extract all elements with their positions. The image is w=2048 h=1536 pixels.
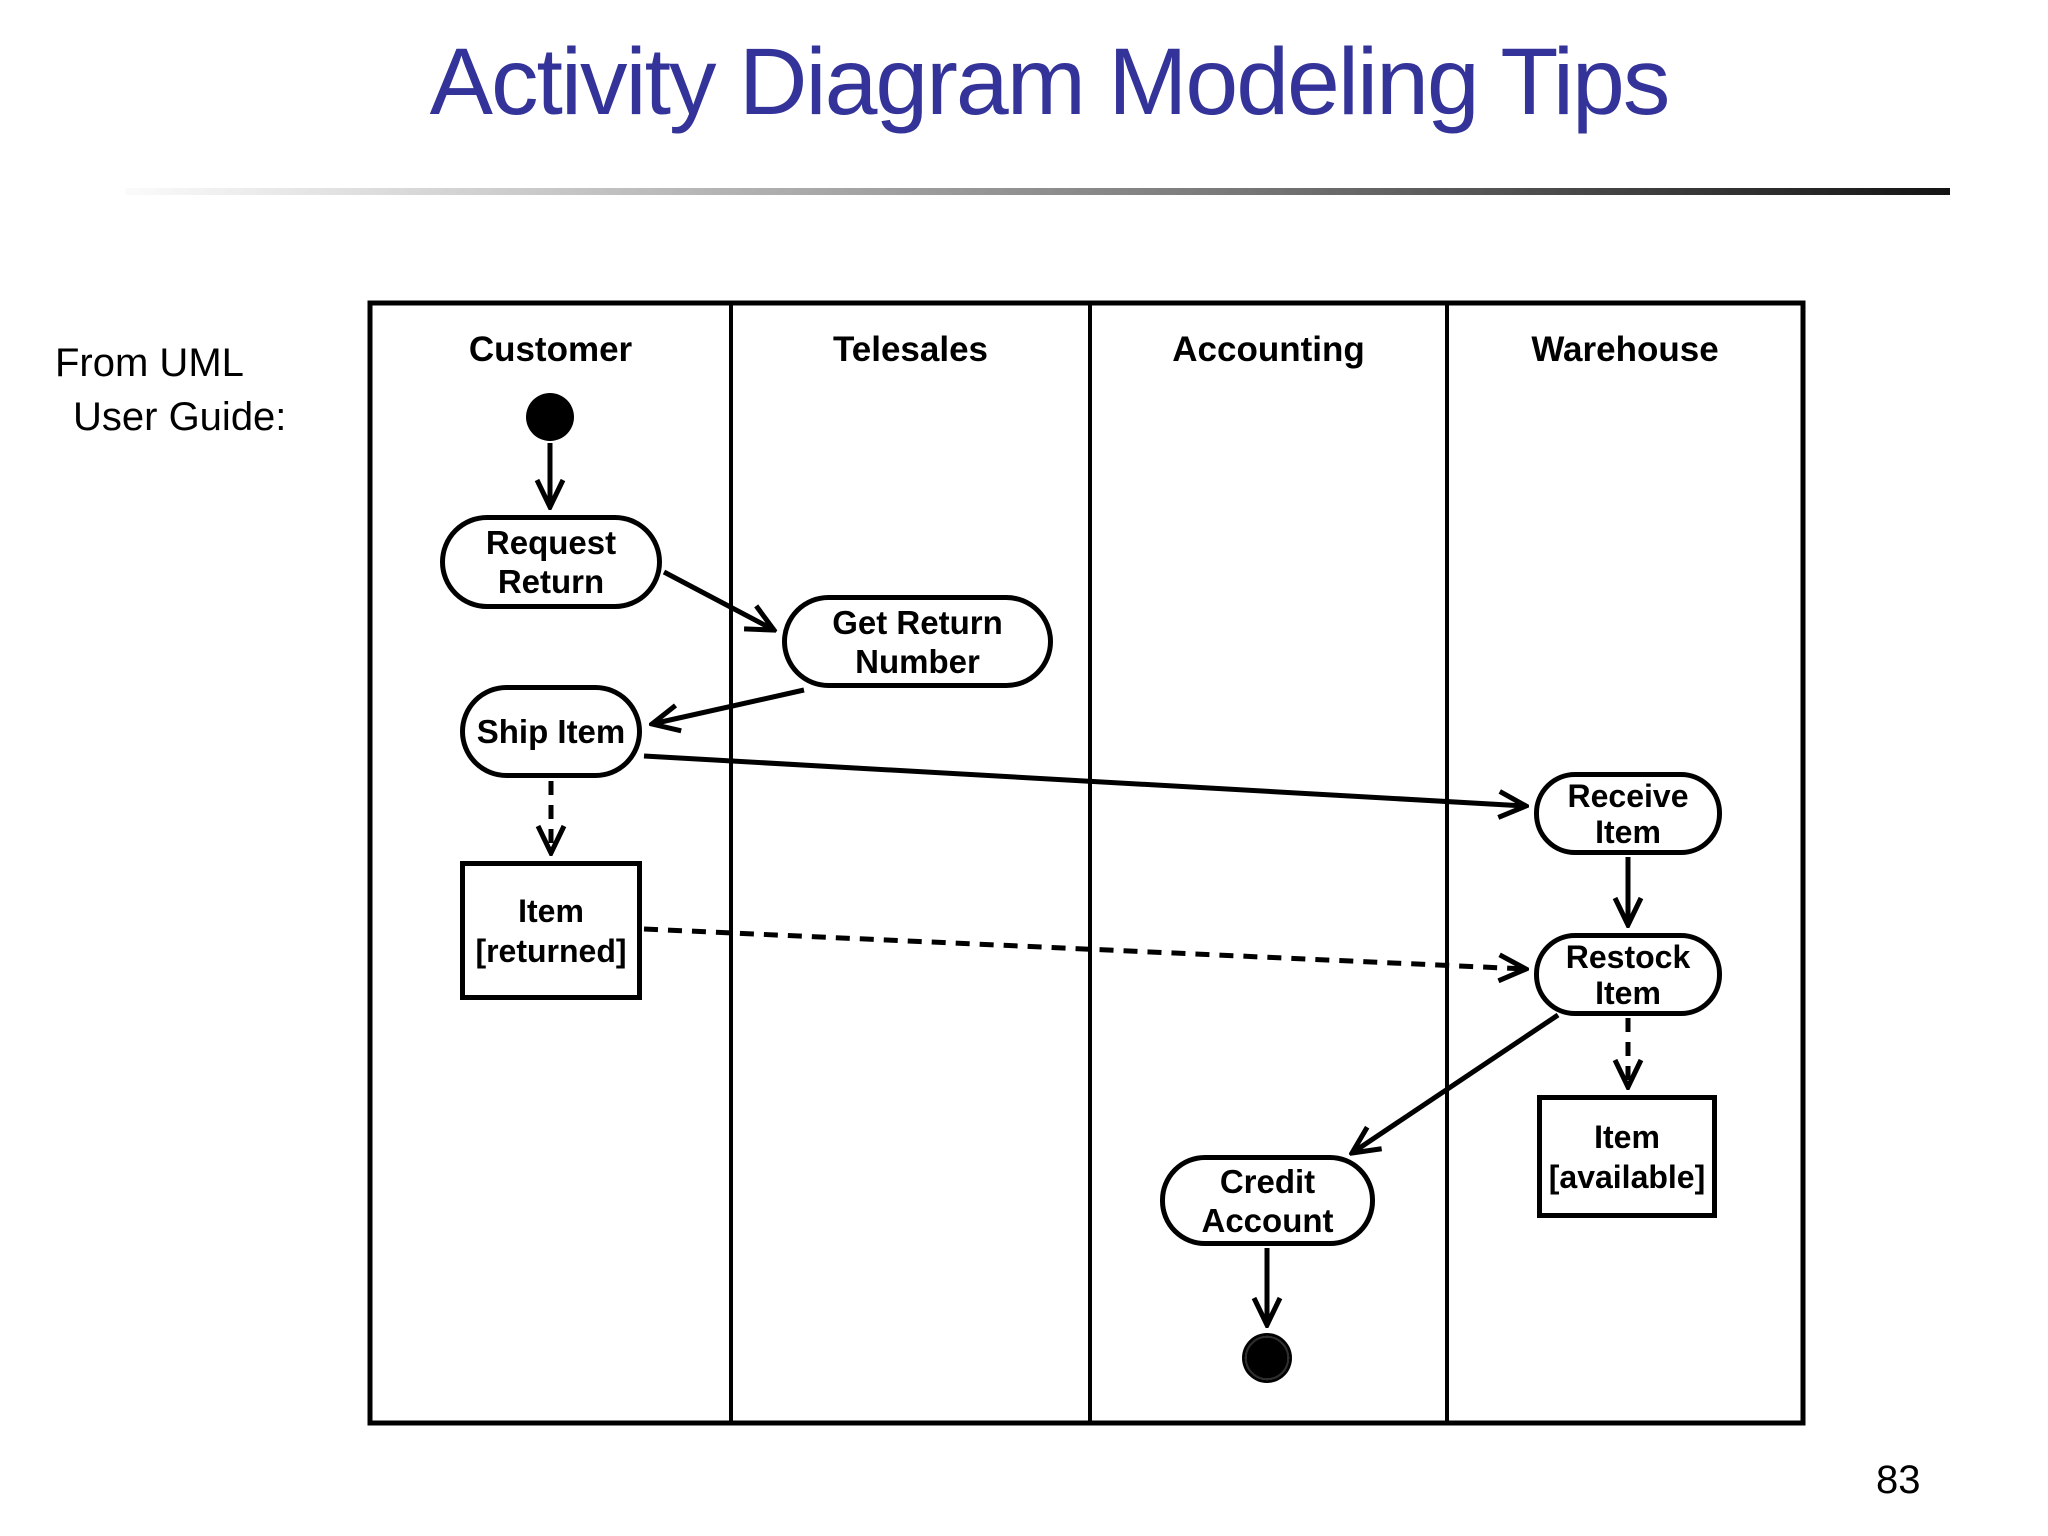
edge-ship-item-to-receive-item (643, 753, 1526, 806)
lane-header-accounting: Accounting (1172, 330, 1365, 369)
source-note-line1: From UML (55, 341, 244, 385)
final-node-icon (1242, 1333, 1292, 1383)
edge-request-return-to-get-return-number (662, 569, 774, 630)
object-node-item-returned-line2: [returned] (475, 932, 627, 969)
lane-header-warehouse: Warehouse (1531, 330, 1719, 369)
activity-request-return-line1: Request (485, 524, 617, 561)
object-node-item-returned-line1: Item (518, 892, 584, 929)
page-number: 83 (1876, 1458, 1921, 1502)
activity-receive-item: Receive Item (1534, 772, 1722, 855)
initial-node-icon (526, 393, 574, 441)
source-note-line2: User Guide: (73, 395, 287, 439)
activity-get-return-number: Get Return Number (782, 595, 1053, 688)
object-node-item-available: Item [available] (1537, 1095, 1717, 1218)
title-underline (125, 188, 1950, 195)
edge-restock-item-to-credit-account (1352, 1012, 1560, 1153)
object-node-item-available-line2: [available] (1548, 1158, 1706, 1195)
activity-restock-item-line1: Restock (1565, 938, 1691, 975)
activity-credit-account-line1: Credit (1219, 1162, 1316, 1200)
slide-title: Activity Diagram Modeling Tips (429, 29, 1671, 135)
lane-header-telesales: Telesales (832, 330, 989, 369)
activity-ship-item: Ship Item (460, 685, 642, 778)
activity-get-return-number-line2: Number (855, 642, 980, 680)
object-node-item-returned: Item [returned] (460, 861, 642, 1000)
activity-receive-item-line1: Receive (1567, 777, 1689, 814)
activity-request-return: Request Return (440, 515, 662, 609)
activity-request-return-line2: Return (497, 563, 605, 600)
edge-item-returned-to-restock-item (643, 926, 1526, 969)
activity-credit-account: Credit Account (1160, 1155, 1375, 1246)
object-node-item-available-line1: Item (1594, 1118, 1660, 1155)
activity-restock-item: Restock Item (1534, 933, 1722, 1016)
source-note: From UML User Guide: (55, 336, 286, 444)
activity-credit-account-line2: Account (1201, 1201, 1334, 1239)
activity-get-return-number-line1: Get Return (832, 603, 1003, 641)
activity-ship-item-label: Ship Item (476, 713, 626, 750)
lane-header-customer: Customer (468, 330, 633, 369)
edge-get-return-number-to-ship-item (652, 687, 805, 724)
activity-restock-item-line2: Item (1595, 974, 1661, 1011)
activity-receive-item-line2: Item (1595, 813, 1661, 850)
swimlane-border (367, 300, 1806, 1426)
